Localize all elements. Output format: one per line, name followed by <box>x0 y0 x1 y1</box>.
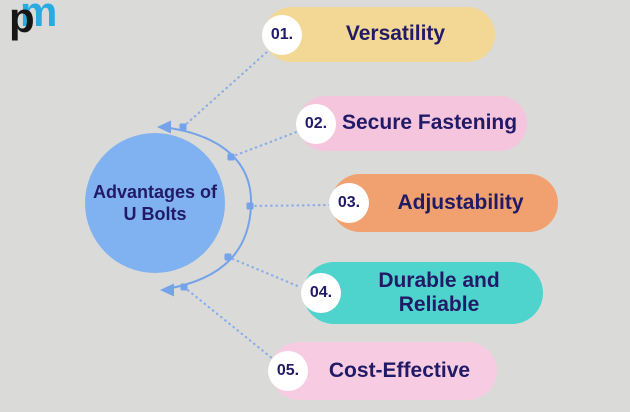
item-2-number: 02. <box>304 114 328 132</box>
connector-node-5 <box>180 283 188 291</box>
dotted-line-item-3 <box>248 203 333 208</box>
central-topic-circle: Advantages of U Bolts <box>85 133 225 273</box>
item-4-label: Durable and Reliable <box>378 268 500 316</box>
item-1-label: Versatility <box>345 22 446 46</box>
connector-node-2 <box>227 153 235 161</box>
logo-letter-m: m <box>20 0 58 35</box>
dotted-line-item-2 <box>229 129 301 159</box>
advantage-item-5: 05. Cost-Effective <box>268 342 497 400</box>
item-5-number: 05. <box>276 362 300 379</box>
item-2-label: Secure Fastening <box>342 111 518 135</box>
item-3-number: 03. <box>337 194 361 211</box>
dotted-line-item-1 <box>181 49 270 129</box>
item-3-label: Adjustability <box>397 190 524 214</box>
arrow-top-icon <box>157 120 171 134</box>
dotted-line-item-5 <box>182 285 275 361</box>
item-4-number: 04. <box>309 284 333 301</box>
connector-node-3 <box>246 202 254 210</box>
item-1-number: 01. <box>270 25 294 43</box>
logo-letter-p: p <box>9 0 35 41</box>
item-4-number-badge: 04. <box>301 273 341 313</box>
advantage-item-3: 03. Adjustability <box>329 174 558 232</box>
brand-logo: m p <box>6 0 70 60</box>
item-3-number-badge: 03. <box>329 183 369 223</box>
advantage-item-2: 02. Secure Fastening <box>296 96 527 151</box>
central-topic-title: Advantages of U Bolts <box>92 181 218 225</box>
dotted-line-item-4 <box>226 255 302 289</box>
advantage-item-4: 04. Durable and Reliable <box>301 262 543 324</box>
item-5-number-badge: 05. <box>268 351 308 391</box>
item-2-number-badge: 02. <box>296 103 336 144</box>
advantage-item-1: 01. Versatility <box>262 7 495 62</box>
connector-node-4 <box>224 253 232 261</box>
connector-node-1 <box>179 123 187 131</box>
arrow-bottom-icon <box>160 283 174 297</box>
item-5-label: Cost-Effective <box>328 358 471 382</box>
item-1-number-badge: 01. <box>262 14 302 55</box>
